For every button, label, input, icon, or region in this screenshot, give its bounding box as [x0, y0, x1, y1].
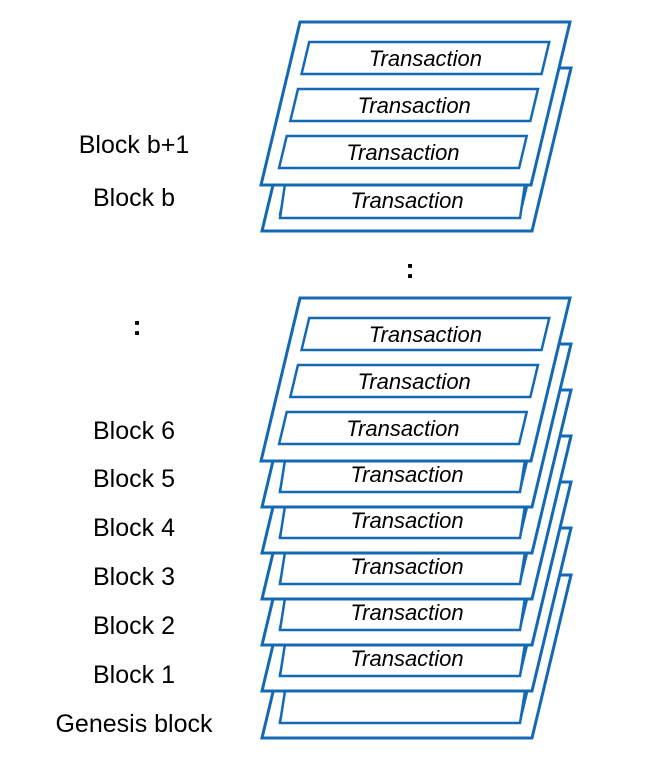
- transaction-label: Transaction: [369, 322, 482, 347]
- transaction-box: [277, 134, 529, 170]
- block-label: Block 2: [93, 612, 175, 640]
- block-label: Genesis block: [55, 710, 213, 738]
- block-label: Block b+1: [79, 131, 190, 159]
- transaction-box: [277, 410, 529, 446]
- transaction-label: Transaction: [350, 188, 463, 213]
- ellipsis-labels: :: [132, 310, 141, 341]
- block-label: Block 1: [93, 661, 175, 689]
- block-label: Block b: [93, 184, 175, 212]
- transaction-label: Transaction: [369, 46, 482, 71]
- transaction-box: [299, 40, 551, 76]
- transaction-label: Transaction: [357, 93, 470, 118]
- top-block-stack: TransactionTransactionTransactionTransac…: [259, 20, 573, 233]
- transaction-label: Transaction: [350, 554, 463, 579]
- transaction-label: Transaction: [357, 369, 470, 394]
- transaction-label: Transaction: [346, 140, 459, 165]
- block-label: Block 5: [93, 465, 175, 493]
- bottom-block-stack: TransactionTransactionTransactionTransac…: [259, 296, 573, 740]
- transaction-box: [288, 87, 540, 123]
- block-label: Block 4: [93, 514, 175, 542]
- block-label: Block 3: [93, 563, 175, 591]
- transaction-label: Transaction: [350, 462, 463, 487]
- block-label: Block 6: [93, 417, 175, 445]
- transaction-box: [288, 363, 540, 399]
- transaction-label: Transaction: [350, 646, 463, 671]
- transaction-label: Transaction: [346, 416, 459, 441]
- transaction-box: [278, 689, 527, 725]
- transaction-label: Transaction: [350, 600, 463, 625]
- transaction-box: [299, 316, 551, 352]
- ellipsis-between-stacks: :: [405, 253, 414, 284]
- transaction-label: Transaction: [350, 508, 463, 533]
